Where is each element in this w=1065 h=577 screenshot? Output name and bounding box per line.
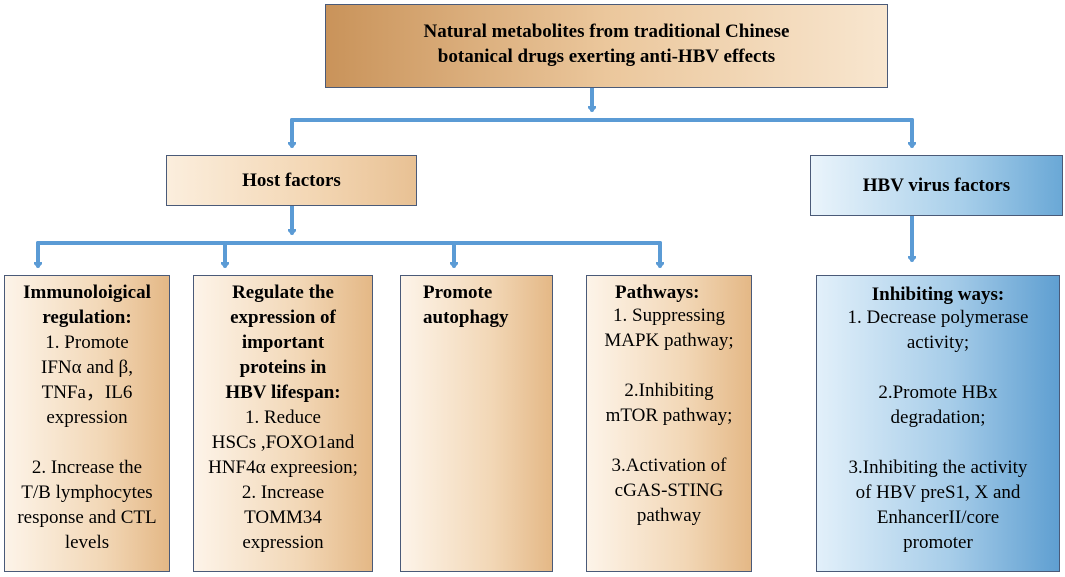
inhibiting-body: 1. Decrease polymerase activity; 2.Promo… — [817, 305, 1059, 555]
autophagy-heading: Promote autophagy — [423, 280, 552, 330]
body-line: IFNα and β, — [41, 357, 133, 378]
body-line: 2. Increase the — [31, 457, 143, 478]
regulate-heading: Regulate the expression of important pro… — [194, 280, 372, 405]
heading-line: HBV lifespan: — [225, 382, 341, 403]
body-line: of HBV preS1, X and — [855, 482, 1021, 503]
body-line: levels — [64, 532, 110, 553]
regulate-box: Regulate the expression of important pro… — [193, 275, 373, 572]
body-line: activity; — [906, 332, 970, 353]
immuno-heading: Immunoloigical regulation: — [5, 280, 169, 330]
body-line — [5, 430, 169, 455]
title-line: Natural metabolites from traditional Chi… — [423, 21, 790, 42]
body-line: 1. Reduce — [245, 407, 321, 428]
body-line: HNF4α expreesion; — [208, 457, 358, 478]
body-line: 1. Suppressing — [613, 305, 725, 326]
immuno-box: Immunoloigical regulation: 1. Promote IF… — [4, 275, 170, 572]
heading-line: Inhibiting ways: — [871, 284, 1005, 305]
body-line: 3.Activation of — [611, 455, 727, 476]
immuno-body: 1. Promote IFNα and β, TNFa，IL6 expressi… — [5, 330, 169, 555]
heading-line: regulation: — [42, 307, 132, 328]
title-box: Natural metabolites from traditional Chi… — [325, 4, 888, 88]
body-line: pathway — [636, 505, 702, 526]
body-line: expression — [46, 407, 128, 428]
host-factors-box: Host factors — [166, 155, 417, 206]
body-line: 2.Promote HBx — [878, 382, 998, 403]
host-factors-label: Host factors — [242, 170, 341, 191]
body-line: 1. Promote — [45, 332, 129, 353]
body-line: TOMM34 — [244, 507, 322, 528]
body-line: 2.Inhibiting — [624, 380, 714, 401]
body-line: promoter — [903, 532, 973, 553]
body-line: 2. Increase — [241, 482, 325, 503]
autophagy-box: Promote autophagy — [400, 275, 553, 572]
pathways-body: 1. Suppressing MAPK pathway; 2.Inhibitin… — [587, 303, 751, 528]
title-line: botanical drugs exerting anti-HBV effect… — [437, 46, 776, 67]
heading-line: important — [241, 332, 325, 353]
inhibiting-box: Inhibiting ways: 1. Decrease polymerase … — [816, 275, 1060, 572]
body-line — [587, 428, 751, 453]
body-line: MAPK pathway; — [604, 330, 734, 351]
body-line: 3.Inhibiting the activity — [848, 457, 1028, 478]
body-line — [587, 353, 751, 378]
virus-factors-box: HBV virus factors — [810, 155, 1063, 216]
pathways-heading: Pathways: — [587, 280, 751, 305]
heading-line: Immunoloigical — [23, 282, 151, 303]
body-line: cGAS-STING — [614, 480, 724, 501]
title-text: Natural metabolites from traditional Chi… — [326, 19, 887, 69]
heading-line: Promote — [423, 282, 493, 303]
body-line — [817, 355, 1059, 380]
body-line: TNFa，IL6 — [41, 382, 133, 403]
heading-line: Regulate the — [232, 282, 334, 303]
heading-line: Pathways: — [615, 282, 700, 303]
virus-factors-label: HBV virus factors — [862, 175, 1011, 196]
inhibiting-heading: Inhibiting ways: — [817, 282, 1059, 307]
body-line: HSCs ,FOXO1and — [211, 432, 355, 453]
body-line: expression — [242, 532, 324, 553]
regulate-body: 1. Reduce HSCs ,FOXO1and HNF4α expreesio… — [194, 405, 372, 555]
body-line: 1. Decrease polymerase — [847, 307, 1029, 328]
body-line — [817, 430, 1059, 455]
heading-line: expression of — [230, 307, 336, 328]
body-line: T/B lymphocytes — [21, 482, 153, 503]
heading-line: proteins in — [239, 357, 327, 378]
heading-line: autophagy — [423, 307, 509, 328]
body-line: degradation; — [890, 407, 986, 428]
body-line: EnhancerII/core — [876, 507, 1000, 528]
pathways-box: Pathways: 1. Suppressing MAPK pathway; 2… — [586, 275, 752, 572]
body-line: mTOR pathway; — [605, 405, 733, 426]
body-line: response and CTL — [17, 507, 157, 528]
